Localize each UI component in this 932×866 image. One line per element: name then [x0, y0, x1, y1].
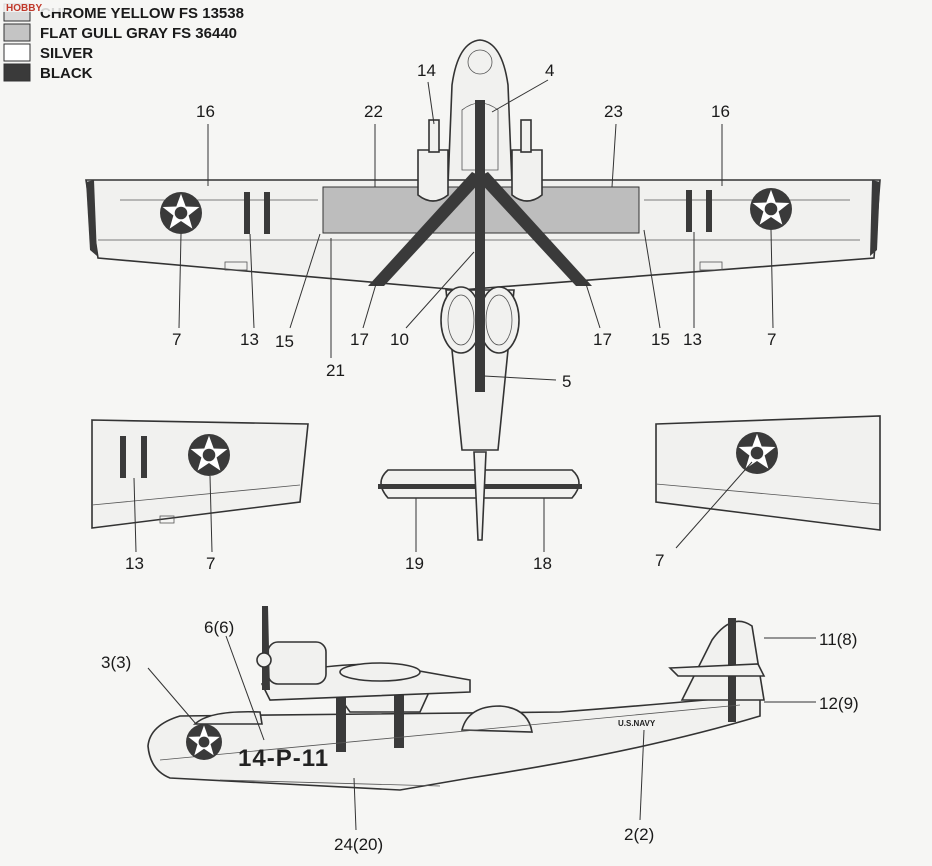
callout-24-20: 24(20) — [334, 835, 383, 854]
color-legend: CHROME YELLOW FS 13538 FLAT GULL GRAY FS… — [2, 2, 244, 82]
callout-7-lower-right: 7 — [655, 551, 664, 570]
legend-label-flat-gull-gray: FLAT GULL GRAY FS 36440 — [40, 25, 237, 42]
callout-6-6: 6(6) — [204, 618, 234, 637]
callout-18: 18 — [533, 554, 552, 573]
right-engine-nacelle — [511, 149, 543, 202]
roundel-lower-left — [188, 434, 230, 476]
callout-16-left: 16 — [196, 102, 215, 121]
legend-swatch-black — [3, 63, 31, 82]
legend-swatch-flat-gull-gray — [3, 23, 31, 42]
walkway-spine — [475, 100, 485, 392]
leader-lines — [133, 79, 816, 831]
legend-label-black: BLACK — [40, 65, 93, 82]
roundel-right-wing — [750, 188, 792, 230]
lower-right-wing-panel — [655, 415, 881, 531]
side-blister — [460, 705, 533, 733]
callout-10: 10 — [390, 330, 409, 349]
callout-21: 21 — [326, 361, 345, 380]
callout-7-lower-left: 7 — [206, 554, 215, 573]
callout-labels: 16 22 14 4 23 16 7 13 15 21 17 10 17 15 … — [101, 61, 859, 854]
roundel-hull-side — [186, 724, 222, 760]
callout-16-right: 16 — [711, 102, 730, 121]
callout-5: 5 — [562, 372, 571, 391]
roundel-lower-right — [736, 432, 778, 474]
callout-13-lower: 13 — [125, 554, 144, 573]
callout-13-left-wing: 13 — [240, 330, 259, 349]
brand-logo: HOBBY — [6, 3, 42, 14]
callout-3-3: 3(3) — [101, 653, 131, 672]
callout-7-left-wing: 7 — [172, 330, 181, 349]
callout-4: 4 — [545, 61, 554, 80]
callout-17-right: 17 — [593, 330, 612, 349]
roundel-left-wing — [160, 192, 202, 234]
callout-19: 19 — [405, 554, 424, 573]
tail-navy-marking: U.S.NAVY — [618, 719, 656, 728]
lower-left-wing-panel — [91, 419, 309, 529]
callout-15-left: 15 — [275, 332, 294, 351]
callout-12-9: 12(9) — [819, 694, 859, 713]
side-engine — [267, 641, 327, 685]
hull-code-marking: 14-P-11 — [238, 745, 329, 772]
callout-14: 14 — [417, 61, 436, 80]
callout-22: 22 — [364, 102, 383, 121]
left-engine-nacelle — [417, 149, 449, 202]
callout-13-right-wing: 13 — [683, 330, 702, 349]
legend-swatch-silver — [3, 43, 31, 62]
side-view: 14-P-11 U.S.NAVY — [147, 606, 766, 791]
vertical-fin — [680, 620, 765, 701]
callout-2-2: 2(2) — [624, 825, 654, 844]
legend-label-chrome-yellow: CHROME YELLOW FS 13538 — [40, 5, 244, 22]
propeller — [262, 606, 270, 690]
hull-side — [147, 695, 761, 791]
top-view — [85, 39, 881, 541]
walkway-v-right — [476, 172, 592, 286]
callout-7-right-wing: 7 — [767, 330, 776, 349]
callout-23: 23 — [604, 102, 623, 121]
callout-11-8: 11(8) — [819, 630, 857, 649]
legend-label-silver: SILVER — [40, 45, 93, 62]
walkway-v-left — [368, 172, 484, 286]
callout-15-right: 15 — [651, 330, 670, 349]
callout-17-left: 17 — [350, 330, 369, 349]
